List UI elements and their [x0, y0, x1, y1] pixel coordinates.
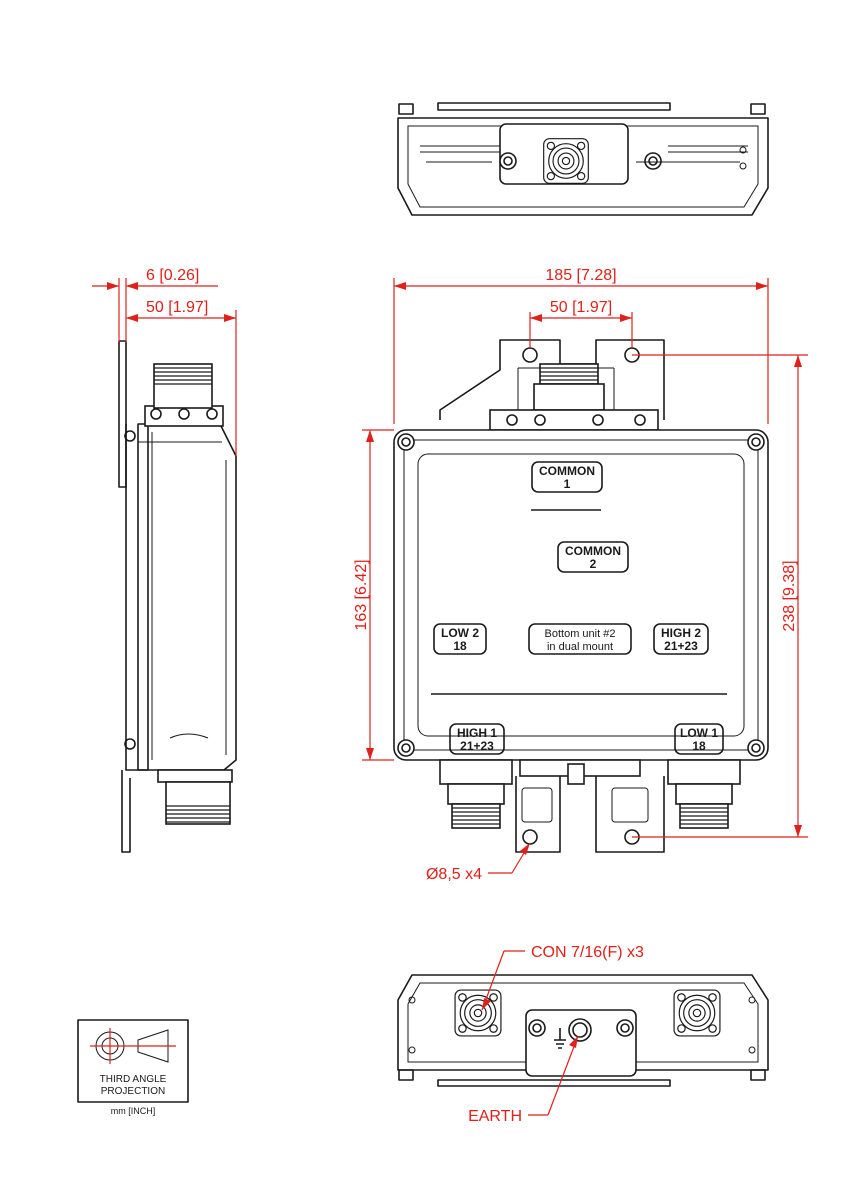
dimensions: 185 [7.28] 50 [1.97] 238 [9.38] 163 [6.4…	[92, 267, 808, 1125]
side-view	[118, 340, 237, 853]
callout-holes: Ø8,5 x4	[426, 866, 482, 883]
front-view: COMMON 1 COMMON 2 LOW 2 18 Bottom unit #…	[393, 339, 769, 853]
dimension-side-depth: 50 [1.97]	[146, 299, 208, 316]
bottom-view	[397, 974, 769, 1087]
projection-units: mm [INCH]	[111, 1106, 156, 1116]
label-common-2-line2: 2	[590, 557, 597, 571]
dimension-height-body: 163 [6.42]	[353, 559, 370, 630]
projection-line-1: THIRD ANGLE	[100, 1074, 167, 1085]
label-low-2-line1: LOW 2	[441, 626, 479, 640]
label-common-1-line1: COMMON	[539, 464, 595, 478]
label-high-1-line1: HIGH 1	[457, 726, 497, 740]
label-common-2-line1: COMMON	[565, 544, 621, 558]
label-high-2-line2: 21+23	[664, 639, 698, 653]
dimension-height-total: 238 [9.38]	[781, 560, 798, 631]
callout-earth: EARTH	[468, 1108, 522, 1125]
callout-connectors: CON 7/16(F) x3	[531, 944, 644, 961]
dimension-side-bracket: 6 [0.26]	[146, 267, 199, 284]
label-bottom-unit-line2: in dual mount	[547, 641, 613, 653]
label-high-2-line1: HIGH 2	[661, 626, 701, 640]
label-low-2-line2: 18	[453, 639, 467, 653]
projection-line-2: PROJECTION	[101, 1086, 165, 1097]
label-low-1-line2: 18	[692, 739, 706, 753]
dimension-hole-spacing: 50 [1.97]	[550, 299, 612, 316]
label-high-1-line2: 21+23	[460, 739, 494, 753]
label-low-1-line1: LOW 1	[680, 726, 718, 740]
label-bottom-unit-line1: Bottom unit #2	[545, 628, 616, 640]
third-angle-projection-symbol: THIRD ANGLE PROJECTION mm [INCH]	[77, 1019, 189, 1116]
label-common-1-line2: 1	[564, 477, 571, 491]
dimension-width-total: 185 [7.28]	[545, 267, 616, 284]
top-view	[397, 102, 769, 216]
